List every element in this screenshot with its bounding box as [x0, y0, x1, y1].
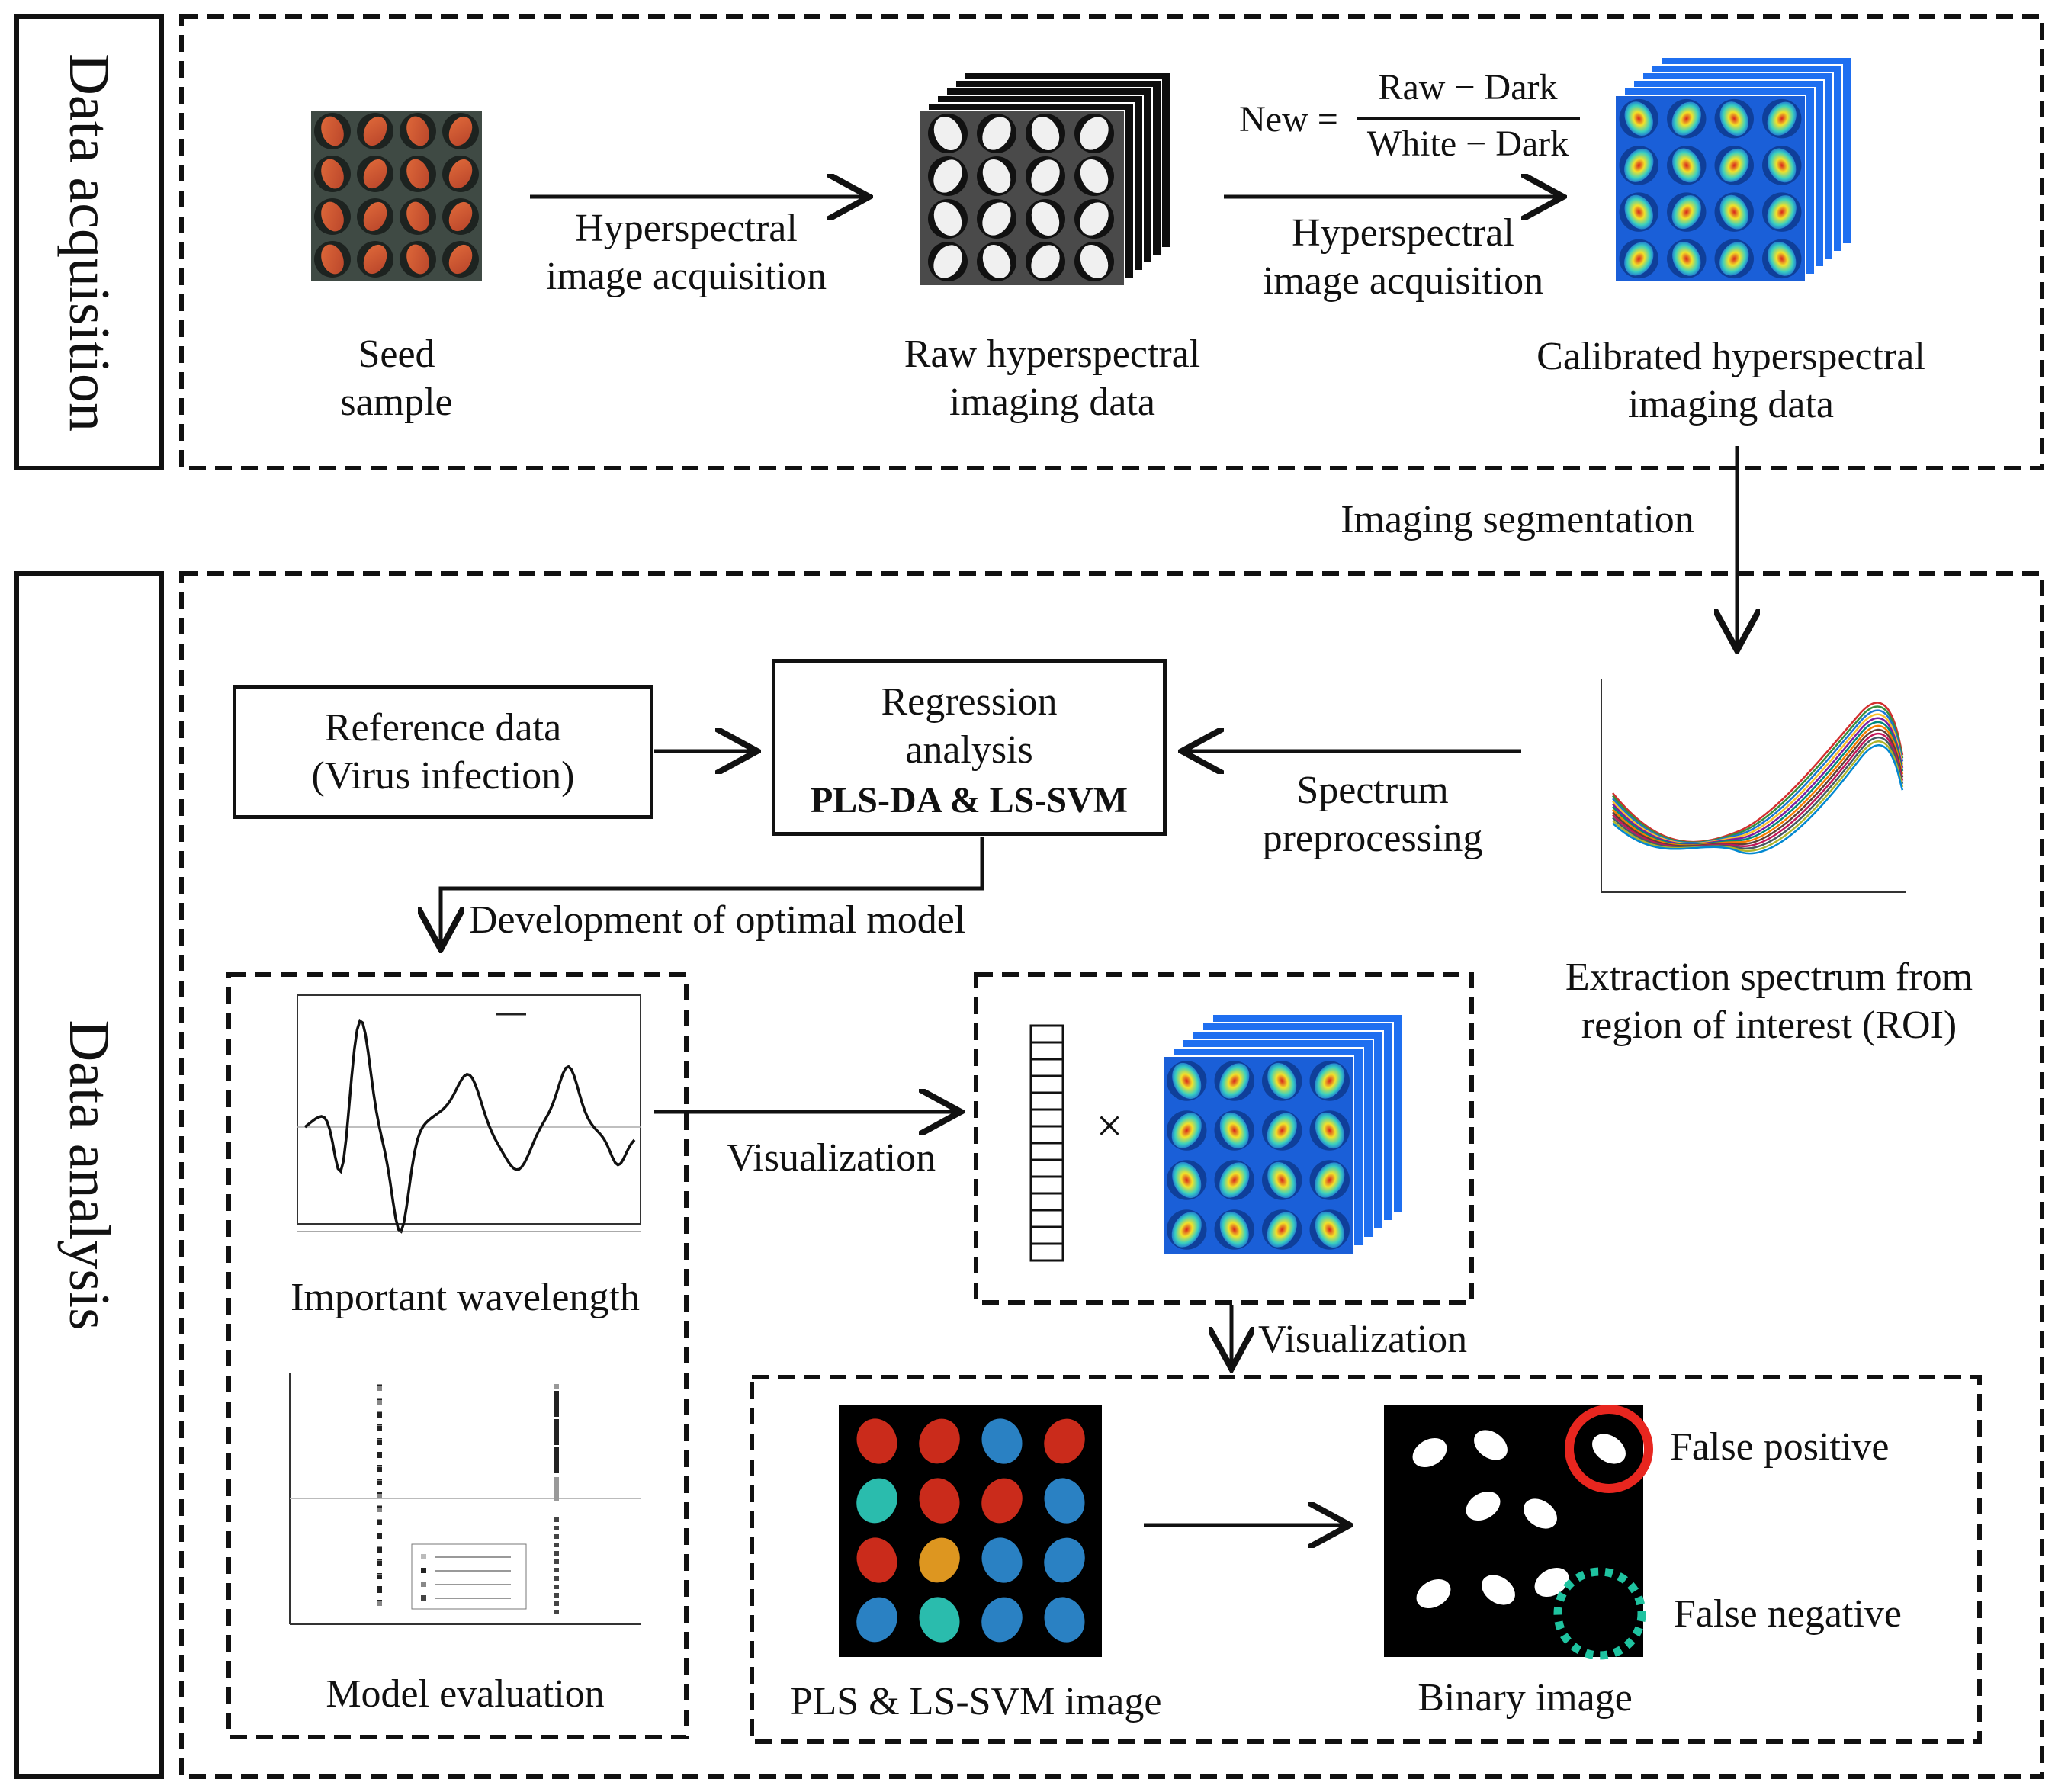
step1-acquisition-label: Hyperspectral image acquisition — [545, 207, 827, 299]
visualization-label-1: Visualization — [726, 1136, 936, 1180]
formula-lhs: New = — [1239, 99, 1338, 140]
acquisition-section-title: Data acquisition — [57, 53, 121, 432]
model-evaluation-scatter — [289, 1373, 641, 1625]
regression-analysis-box: Regression analysis PLS-DA & LS-SVM — [772, 659, 1167, 836]
false-negative-label: False negative — [1674, 1592, 1902, 1636]
wavelength-dashed-box — [226, 972, 689, 1739]
beta-coefficient-plot — [297, 994, 641, 1234]
reference-data-box: Reference data (Virus infection) — [233, 685, 653, 819]
false-negative-ring — [1553, 1567, 1646, 1660]
pls-lssvm-map — [839, 1405, 1102, 1657]
formula-denominator: White − Dark — [1366, 124, 1569, 164]
false-positive-ring — [1565, 1405, 1653, 1493]
visualization-dashed-box — [974, 972, 1474, 1305]
formula-fraction-bar — [1357, 117, 1580, 120]
segmentation-label: Imaging segmentation — [1341, 498, 1694, 541]
seed-sample-image — [311, 111, 482, 281]
seed-sample-label: Seed sample — [340, 332, 453, 425]
output-dashed-box — [750, 1375, 1982, 1744]
regression-analysis-text: Regression analysis — [881, 680, 1058, 772]
model-evaluation-label: Model evaluation — [326, 1672, 605, 1716]
calibrated-cube-small — [1162, 1013, 1404, 1255]
step2-acquisition-label: Hyperspectral image acquisition — [1262, 211, 1544, 303]
raw-hyperspectral-cube — [918, 72, 1171, 287]
calibrated-hyperspectral-cube — [1614, 56, 1852, 283]
spectrum-preprocessing-label: Spectrum preprocessing — [1262, 769, 1483, 861]
times-symbol: × — [1096, 1100, 1123, 1152]
roi-spectrum-plot — [1601, 679, 1906, 893]
pls-lssvm-image-label: PLS & LS-SVM image — [790, 1680, 1162, 1723]
analysis-dashed-box — [179, 571, 2044, 1779]
acquisition-label-box — [14, 14, 164, 470]
calibrated-data-label: Calibrated hyperspectral imaging data — [1536, 335, 1925, 427]
important-wavelength-label: Important wavelength — [291, 1276, 640, 1319]
raw-data-label: Raw hyperspectral imaging data — [904, 332, 1201, 425]
analysis-label-box — [14, 571, 164, 1779]
arrow-regression-to-model — [441, 837, 984, 946]
visualization-label-2: Visualization — [1258, 1318, 1468, 1361]
acquisition-dashed-box — [179, 14, 2044, 470]
reference-data-text: Reference data (Virus infection) — [311, 706, 575, 798]
extraction-spectrum-label: Extraction spectrum from region of inter… — [1565, 955, 1973, 1048]
binary-image-label: Binary image — [1418, 1676, 1633, 1720]
binary-image-map — [1384, 1405, 1653, 1660]
regression-methods-text: PLS-DA & LS-SVM — [810, 780, 1129, 821]
optimal-model-label: Development of optimal model — [469, 898, 966, 942]
false-positive-label: False positive — [1670, 1425, 1890, 1469]
analysis-section-title: Data analysis — [57, 1020, 121, 1331]
coefficient-vector — [1029, 1024, 1064, 1262]
formula-numerator: Raw − Dark — [1378, 67, 1558, 108]
